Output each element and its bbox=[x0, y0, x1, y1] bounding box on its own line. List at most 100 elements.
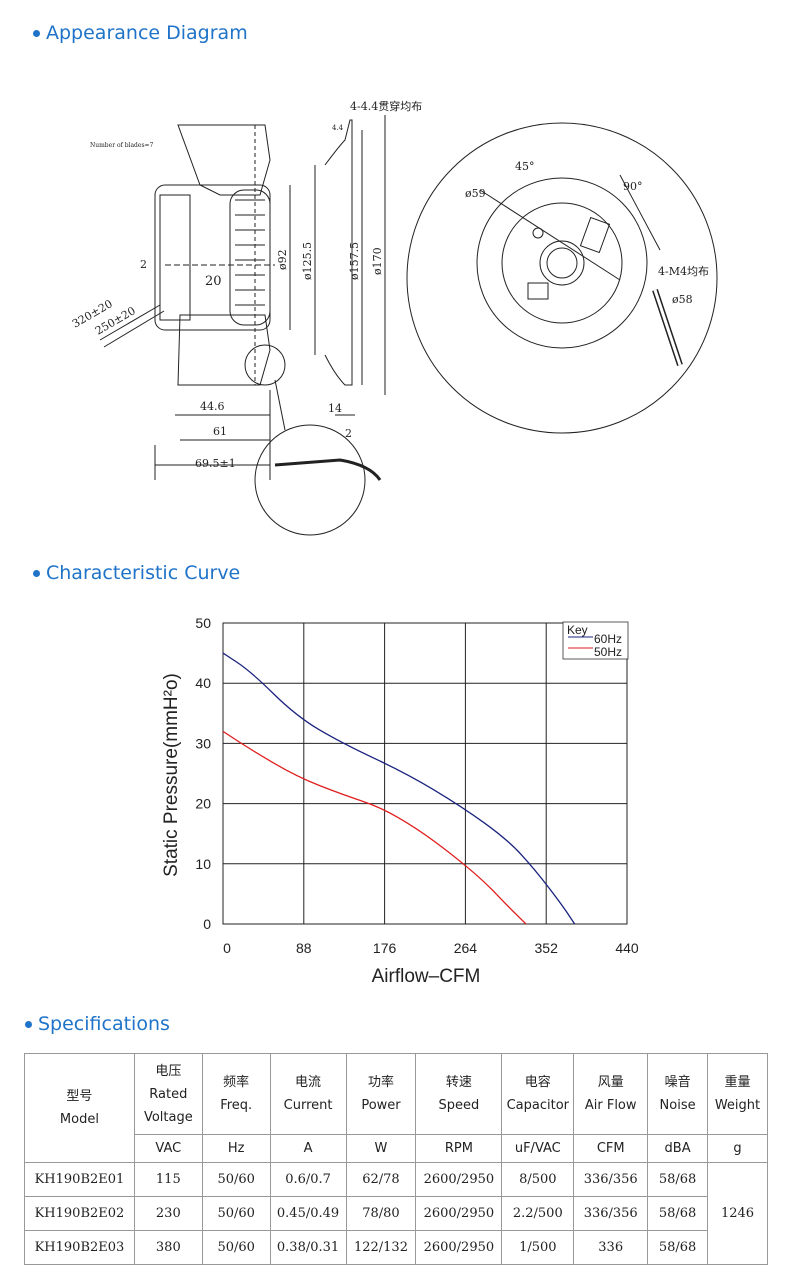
table-row: KH190B2E03 380 50/60 0.38/0.31 122/132 2… bbox=[24, 1230, 768, 1265]
bullet-icon bbox=[25, 1020, 32, 1028]
unit-cell: W bbox=[345, 1134, 417, 1163]
unit-cell: uF/VAC bbox=[501, 1134, 575, 1163]
dim-58: ø58 bbox=[672, 293, 693, 306]
fan-drawing: Number of blades=7 4-4.4贯穿均布 2 20 44.6 6… bbox=[70, 99, 718, 536]
table-cell: 336/356 bbox=[573, 1196, 649, 1231]
legend-50hz-label: 50Hz bbox=[594, 645, 622, 659]
table-cell: 115 bbox=[133, 1162, 203, 1197]
dim-2b: 2 bbox=[345, 427, 352, 440]
table-cell: 336 bbox=[573, 1230, 649, 1265]
table-cell: 0.45/0.49 bbox=[269, 1196, 347, 1231]
x-tick-label: 0 bbox=[223, 940, 231, 956]
plot-frame bbox=[222, 622, 628, 925]
y-axis-label: Static Pressure(mmH²o) bbox=[161, 673, 182, 877]
unit-cell: VAC bbox=[133, 1134, 203, 1163]
dim-125: ø125.5 bbox=[301, 242, 314, 280]
dim-170: ø170 bbox=[371, 247, 384, 275]
appearance-title: Appearance Diagram bbox=[33, 22, 248, 44]
side-view bbox=[99, 115, 386, 536]
table-cell: 122/132 bbox=[345, 1230, 417, 1265]
series-line-60hz bbox=[222, 652, 576, 925]
dim-92: ø92 bbox=[276, 249, 289, 270]
legend-title: Key bbox=[567, 623, 588, 637]
y-tick-label: 0 bbox=[203, 916, 211, 932]
curve-title: Characteristic Curve bbox=[33, 562, 240, 584]
legend-box bbox=[562, 621, 629, 660]
x-tick-label: 88 bbox=[296, 940, 312, 956]
y-tick-label: 40 bbox=[195, 675, 211, 691]
table-cell: 2600/2950 bbox=[415, 1162, 503, 1197]
holes-note: 4-4.4贯穿均布 bbox=[350, 99, 422, 113]
table-cell: 58/68 bbox=[647, 1230, 708, 1265]
x-tick-label: 440 bbox=[615, 940, 639, 956]
weight-cell: 1246 bbox=[707, 1162, 768, 1265]
table-cell: 50/60 bbox=[201, 1230, 271, 1265]
unit-row: VAC Hz A W RPM uF/VAC CFM dBA g bbox=[25, 1134, 768, 1163]
dim-14: 14 bbox=[328, 402, 342, 415]
table-row: KH190B2E01 115 50/60 0.6/0.7 62/78 2600/… bbox=[24, 1162, 768, 1265]
table-cell: 1/500 bbox=[501, 1230, 575, 1265]
unit-cell: RPM bbox=[415, 1134, 503, 1163]
series-line-50hz bbox=[222, 730, 527, 925]
dim-61: 61 bbox=[213, 425, 227, 438]
blades-note: Number of blades=7 bbox=[90, 142, 154, 149]
table-row: KH190B2E02 230 50/60 0.45/0.49 78/80 260… bbox=[24, 1196, 768, 1231]
unit-cell: Hz bbox=[201, 1134, 271, 1163]
dim-69: 69.5±1 bbox=[195, 457, 236, 470]
dim-59: ø59 bbox=[465, 187, 486, 200]
bullet-icon bbox=[33, 29, 40, 37]
table-cell: 0.38/0.31 bbox=[269, 1230, 347, 1265]
front-view-labels: 45° 90° ø59 4-M4均布 ø58 bbox=[465, 160, 709, 306]
model-cell: KH190B2E03 bbox=[24, 1230, 135, 1265]
dim-2a: 2 bbox=[140, 258, 147, 271]
unit-cell: dBA bbox=[647, 1134, 708, 1163]
table-cell: 380 bbox=[133, 1230, 203, 1265]
x-axis-label: Airflow–CFM bbox=[372, 966, 481, 987]
side-view-labels: Number of blades=7 4-4.4贯穿均布 2 20 44.6 6… bbox=[70, 99, 422, 470]
legend: Key 60Hz 50Hz bbox=[562, 621, 629, 660]
table-cell: 2.2/500 bbox=[501, 1196, 575, 1231]
y-tick-label: 10 bbox=[195, 856, 211, 872]
table-cell: 2600/2950 bbox=[415, 1230, 503, 1265]
y-tick-label: 20 bbox=[195, 796, 211, 812]
unit-cell: CFM bbox=[573, 1134, 649, 1163]
legend-60hz-label: 60Hz bbox=[594, 632, 622, 646]
unit-cell: A bbox=[269, 1134, 347, 1163]
chart-series bbox=[222, 652, 576, 925]
dim-small: 4.4 bbox=[332, 124, 344, 132]
dim-20: 20 bbox=[205, 274, 222, 289]
angle-90: 90° bbox=[623, 180, 643, 193]
table-cell: 8/500 bbox=[501, 1162, 575, 1197]
table-cell: 78/80 bbox=[345, 1196, 417, 1231]
front-view bbox=[406, 122, 718, 434]
model-cell: KH190B2E02 bbox=[24, 1196, 135, 1231]
unit-cell: g bbox=[707, 1134, 768, 1163]
table-cell: 0.6/0.7 bbox=[269, 1162, 347, 1197]
table-cell: 230 bbox=[133, 1196, 203, 1231]
x-tick-label: 352 bbox=[535, 940, 559, 956]
chart-grid bbox=[222, 622, 628, 925]
appearance-diagram: Number of blades=7 4-4.4贯穿均布 2 20 44.6 6… bbox=[60, 85, 760, 540]
dim-44: 44.6 bbox=[200, 400, 225, 413]
table-cell: 336/356 bbox=[573, 1162, 649, 1197]
dim-157: ø157.5 bbox=[348, 242, 361, 280]
angle-45: 45° bbox=[515, 160, 535, 173]
table-cell: 62/78 bbox=[345, 1162, 417, 1197]
specs-title: Specifications bbox=[25, 1013, 170, 1035]
x-tick-label: 264 bbox=[454, 940, 478, 956]
y-tick-label: 50 bbox=[195, 615, 211, 631]
